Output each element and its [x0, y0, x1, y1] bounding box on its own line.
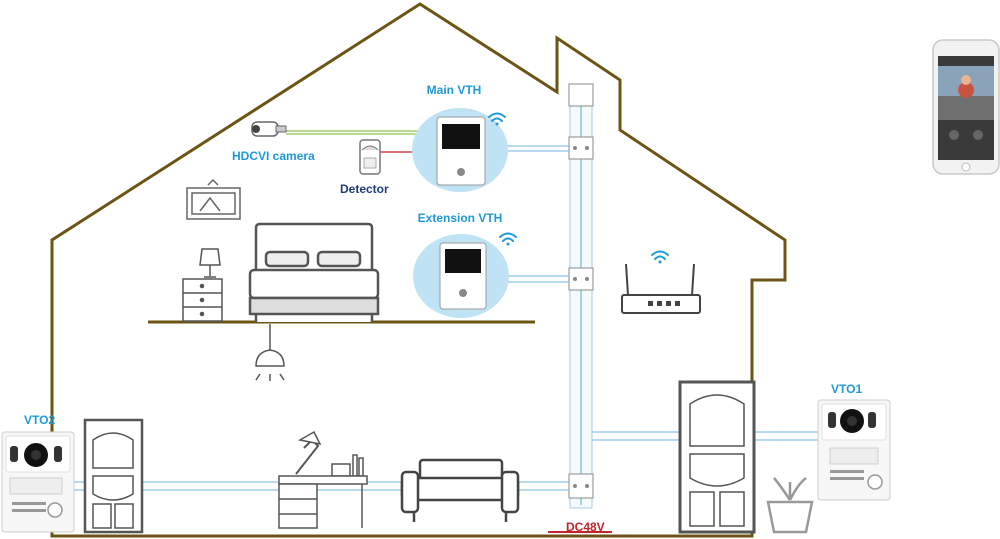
sofa-icon	[400, 458, 520, 522]
desk-icon	[278, 430, 368, 529]
label-detector: Detector	[340, 182, 389, 196]
wifi-icon	[488, 112, 506, 126]
label-main-vth: Main VTH	[427, 83, 482, 97]
main-vth-device	[412, 108, 508, 192]
vto1-device	[817, 399, 891, 501]
junction-box-main	[568, 136, 594, 160]
extension-vth-device	[413, 234, 509, 318]
plant-icon	[766, 477, 814, 534]
label-dc48v: DC48V	[566, 520, 605, 534]
label-extension-vth: Extension VTH	[418, 211, 503, 225]
house-outline	[50, 2, 787, 538]
label-hdcvi-camera: HDCVI camera	[232, 149, 315, 163]
bed-icon	[248, 222, 380, 322]
detector-icon	[359, 139, 381, 175]
lamp-icon	[182, 248, 223, 322]
door-icon	[678, 380, 756, 534]
junction-box-bottom	[568, 473, 594, 499]
vto2-device	[1, 431, 75, 533]
junction-box-extension	[568, 267, 594, 291]
smartphone-icon	[932, 39, 1000, 175]
label-vto2: VTO2	[24, 413, 55, 427]
door-icon	[83, 418, 144, 534]
junction-box-top	[568, 83, 594, 107]
wifi-icon	[651, 250, 669, 264]
wifi-icon	[499, 232, 517, 246]
label-vto1: VTO1	[831, 382, 862, 396]
ceiling-light-icon	[255, 324, 285, 381]
picture-frame-icon	[186, 178, 241, 220]
camera-icon	[251, 121, 287, 137]
router-icon	[621, 263, 701, 314]
